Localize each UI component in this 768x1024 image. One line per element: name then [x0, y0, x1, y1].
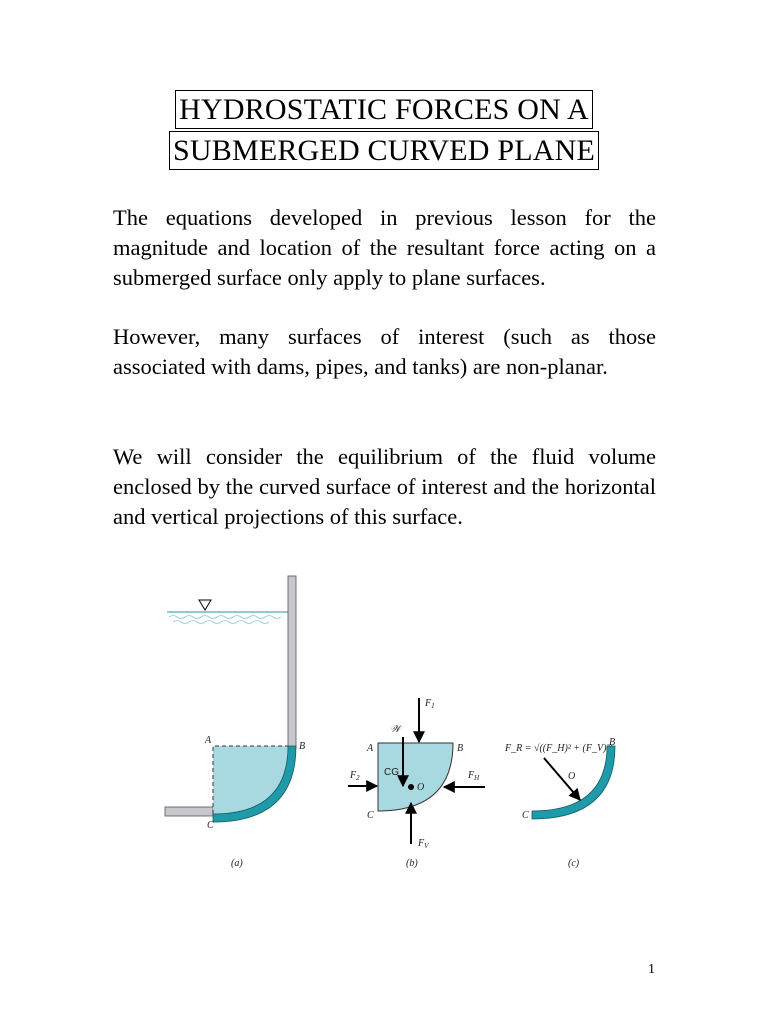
figure-panel-c: F_R = √((F_H)² + (F_V)²) O B C (c): [504, 737, 616, 869]
label-c-C: C: [522, 810, 529, 821]
caption-b: (b): [406, 858, 418, 869]
label-b-A: A: [366, 743, 374, 754]
label-b-FH: FH: [467, 770, 480, 782]
resultant-formula: F_R = √((F_H)² + (F_V)²): [504, 743, 613, 754]
label-b-CG: CG: [384, 767, 399, 778]
curved-surface-c: [531, 745, 616, 820]
caption-a: (a): [231, 858, 243, 869]
free-body-fluid: [377, 742, 454, 812]
label-b-FV: FV: [417, 838, 429, 850]
paragraph-2: However, many surfaces of interest (such…: [113, 324, 656, 379]
label-b-C: C: [367, 810, 374, 821]
label-b-O: O: [417, 782, 424, 793]
paragraph-3: We will consider the equilibrium of the …: [113, 444, 656, 529]
label-b-F1: F1: [424, 698, 435, 710]
page-title-line-2: SUBMERGED CURVED PLANE: [168, 131, 600, 170]
label-b-F2: F2: [349, 770, 360, 782]
horizontal-floor: [164, 806, 214, 817]
label-a-B: B: [299, 741, 305, 752]
page-number: 1: [648, 962, 655, 977]
label-c-O: O: [568, 771, 575, 782]
paragraph-1: The equations developed in previous less…: [113, 205, 656, 290]
label-b-B: B: [457, 743, 463, 754]
free-surface-triangle-icon: [198, 599, 212, 611]
projection-lines: [212, 745, 288, 814]
vertical-wall: [287, 575, 297, 749]
label-c-B: B: [609, 737, 615, 748]
title-block: HYDROSTATIC FORCES ON A SUBMERGED CURVED…: [0, 90, 768, 170]
label-b-W: 𝒲: [390, 724, 403, 735]
curved-surface-figure: A B C (a) F1 𝒲 CG O F2 FH FV A B C (b) F…: [164, 575, 616, 869]
figure-panel-b: F1 𝒲 CG O F2 FH FV A B C (b): [348, 698, 485, 869]
caption-c: (c): [568, 858, 580, 869]
figure-panel-a: A B C (a): [164, 575, 305, 869]
point-o-dot: [408, 784, 414, 790]
label-a-A: A: [204, 735, 212, 746]
fluid-volume: [213, 746, 288, 814]
resultant-force-arrow: [543, 757, 581, 801]
curved-surface: [212, 745, 297, 823]
free-surface-ripples: [168, 615, 282, 624]
label-a-C: C: [207, 820, 214, 831]
page-title-line-1: HYDROSTATIC FORCES ON A: [175, 90, 593, 129]
